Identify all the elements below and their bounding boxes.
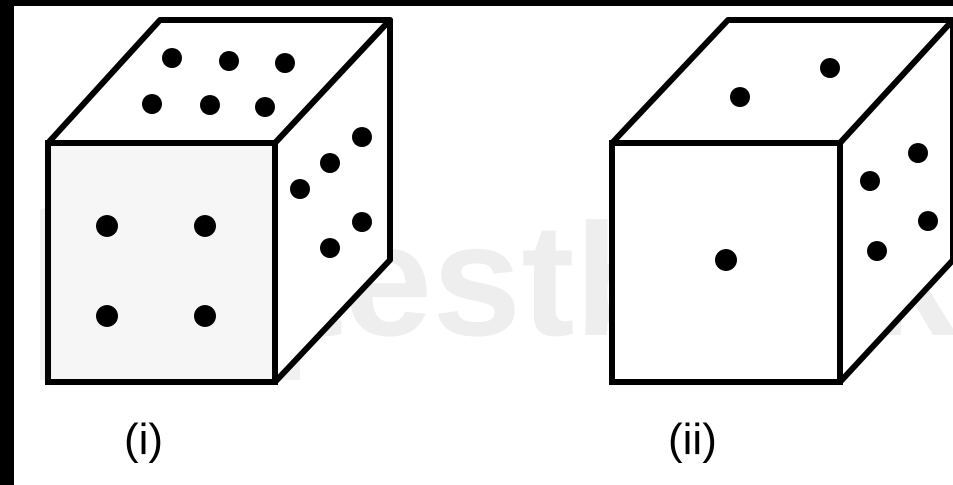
dot [96,215,118,237]
dot [918,211,938,231]
dot [219,51,239,71]
dot [194,215,216,237]
dot [194,305,216,327]
dot [320,238,340,258]
dot [200,95,220,115]
dot [715,249,737,271]
dot [320,153,340,173]
dot [908,143,928,163]
cube-i-front-face [48,143,275,382]
dot [162,48,182,68]
dot [142,94,162,114]
dot [96,305,118,327]
cube-i-label: (i) [124,418,163,462]
dot [275,53,295,73]
dot [867,241,887,261]
dot [820,58,840,78]
cube-ii-front-dots [715,249,737,271]
dot [730,87,750,107]
dot [352,212,372,232]
cube-ii-label: (ii) [668,418,717,462]
dot [352,127,372,147]
dot [860,171,880,191]
dot [255,97,275,117]
dot [290,179,310,199]
